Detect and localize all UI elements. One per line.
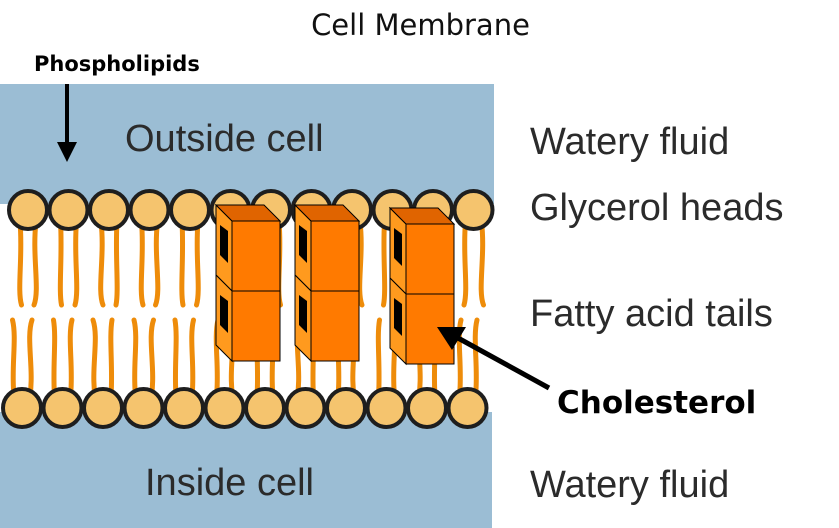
fatty-acid-tail <box>478 219 486 308</box>
fatty-acid-tail <box>108 317 115 399</box>
fatty-acid-tail <box>138 219 146 308</box>
fatty-acid-tail <box>456 317 464 399</box>
glycerol-head <box>446 387 489 429</box>
fatty-acid-tail <box>57 219 64 308</box>
glycerol-head <box>88 189 130 231</box>
glycerol-head <box>284 387 327 429</box>
fatty-acid-tail <box>17 219 24 308</box>
inside-cell-region <box>0 412 492 528</box>
glycerol-head <box>244 387 286 429</box>
fatty-acid-tail <box>90 317 98 399</box>
fatty-acid-tail <box>189 317 196 399</box>
glycerol-head <box>169 189 211 231</box>
legend-glycerol-heads: Glycerol heads <box>530 187 784 229</box>
fatty-acid-tail <box>357 219 365 308</box>
legend-watery-fluid-bottom: Watery fluid <box>530 464 730 506</box>
cholesterol-group <box>214 203 456 366</box>
glycerol-head <box>41 387 84 429</box>
fatty-acid-tail <box>172 317 179 399</box>
outside-cell-region <box>0 84 494 204</box>
glycerol-head <box>406 387 448 429</box>
cholesterol-label: Cholesterol <box>557 385 757 421</box>
glycerol-head <box>203 387 246 429</box>
legend-fatty-acid-tails: Fatty acid tails <box>530 293 773 335</box>
fatty-acid-tail <box>194 219 201 308</box>
fatty-acid-tail <box>148 317 156 399</box>
diagram-title: Cell Membrane <box>311 8 530 42</box>
glycerol-head <box>122 387 165 429</box>
fatty-acid-tail <box>67 317 75 399</box>
fatty-acid-tail <box>10 317 17 399</box>
fatty-acid-tail <box>98 219 106 308</box>
glycerol-head <box>365 387 408 429</box>
fatty-acid-tail <box>179 219 186 308</box>
fatty-acid-tail <box>381 219 388 308</box>
inside-cell-label: Inside cell <box>145 462 314 504</box>
phospholipids-label: Phospholipids <box>34 52 200 76</box>
cholesterol-molecule <box>388 206 456 366</box>
fatty-acid-tail <box>461 219 469 308</box>
phospholipids-arrow-icon <box>57 84 77 162</box>
glycerol-head <box>82 387 124 429</box>
cholesterol-molecule <box>214 203 282 363</box>
outside-cell-label: Outside cell <box>125 118 324 160</box>
glycerol-heads-bottom <box>1 387 489 429</box>
glycerol-head <box>128 189 171 231</box>
fatty-acid-tail <box>153 219 161 308</box>
fatty-acid-tail <box>113 219 120 308</box>
fatty-acid-tail <box>72 219 80 308</box>
cholesterol-arrow-icon <box>437 327 551 391</box>
fatty-acid-tail <box>472 317 480 399</box>
fatty-acid-tail <box>27 317 35 399</box>
glycerol-head <box>163 387 205 429</box>
fatty-acid-tail <box>375 317 382 399</box>
legend-watery-fluid-top: Watery fluid <box>530 121 730 163</box>
glycerol-head <box>325 387 367 429</box>
glycerol-head <box>452 189 495 231</box>
glycerol-head <box>1 387 43 429</box>
glycerol-head <box>7 189 49 231</box>
fatty-acid-tail <box>31 219 39 308</box>
cholesterol-molecule <box>293 203 361 363</box>
fatty-acid-tail <box>131 317 139 399</box>
glycerol-head <box>47 189 90 231</box>
fatty-acid-tail <box>51 317 58 399</box>
